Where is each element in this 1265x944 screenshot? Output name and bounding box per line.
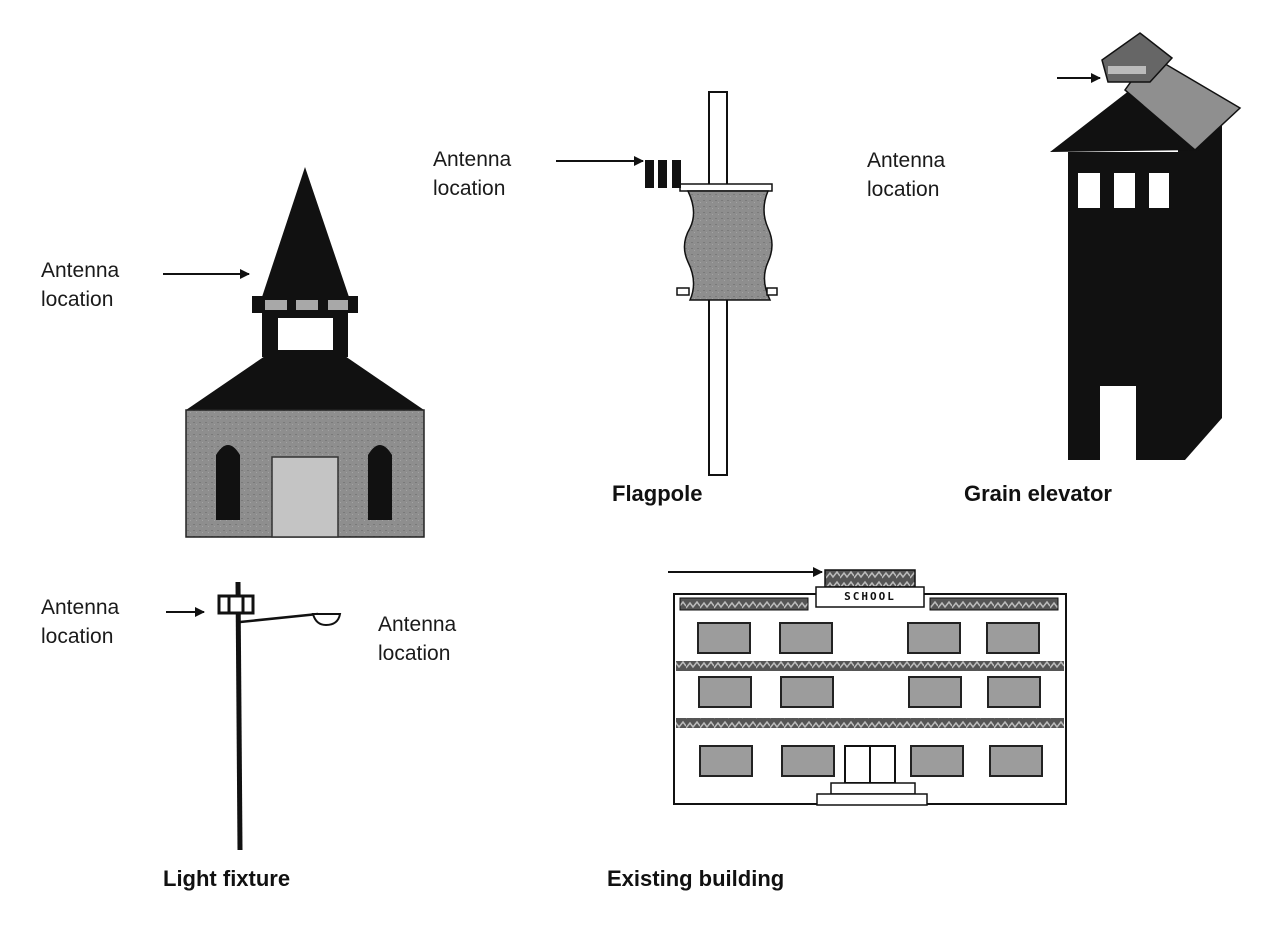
label-line: location [378,642,451,665]
building-rooftop-antenna [824,569,916,588]
grain-elevator-antenna-label: Antenna location [867,146,945,204]
label-line: Antenna [378,613,457,636]
label-line: Antenna [867,149,946,172]
church-window-right [368,445,392,520]
light-arm [239,612,319,624]
church-spire [262,167,349,297]
label-line: location [41,288,114,311]
building-sign [815,586,925,608]
existing-building-figure [668,567,1067,806]
light-fixture-figure [166,581,342,851]
elevator-gable [1050,90,1200,152]
flagpole-figure [556,91,778,476]
light-pole [235,581,243,851]
light-antenna [217,594,255,615]
flagpole-antenna-label: Antenna location [433,145,511,203]
grain-elevator-figure [1050,32,1242,460]
label-line: location [41,625,114,648]
church-window-left [216,445,240,520]
elevator-door [1100,386,1136,460]
label-line: location [433,177,506,200]
light-lamp [311,613,342,627]
light-fixture-caption: Light fixture [163,866,291,891]
elevator-side [1178,118,1222,460]
flagpole-caption: Flagpole [612,481,703,506]
existing-building-caption: Existing building [607,866,785,891]
school-sign-text: SCHOOL [844,590,896,603]
flag [683,190,773,301]
flagpole-antenna [645,160,654,188]
building-windows [697,622,1043,777]
church-door [271,456,339,538]
label-line: location [867,178,940,201]
grain-elevator-caption: Grain elevator [964,481,1112,506]
label-line: Antenna [433,148,512,171]
church-figure [163,167,425,538]
building-steps [830,782,916,795]
church-antenna-label: Antenna location [41,256,119,314]
light-fixture-second-label: Antenna location [378,610,456,668]
church-roof [186,354,424,410]
light-fixture-antenna-label: Antenna location [41,593,119,651]
label-line: Antenna [41,259,120,282]
label-line: Antenna [41,596,120,619]
